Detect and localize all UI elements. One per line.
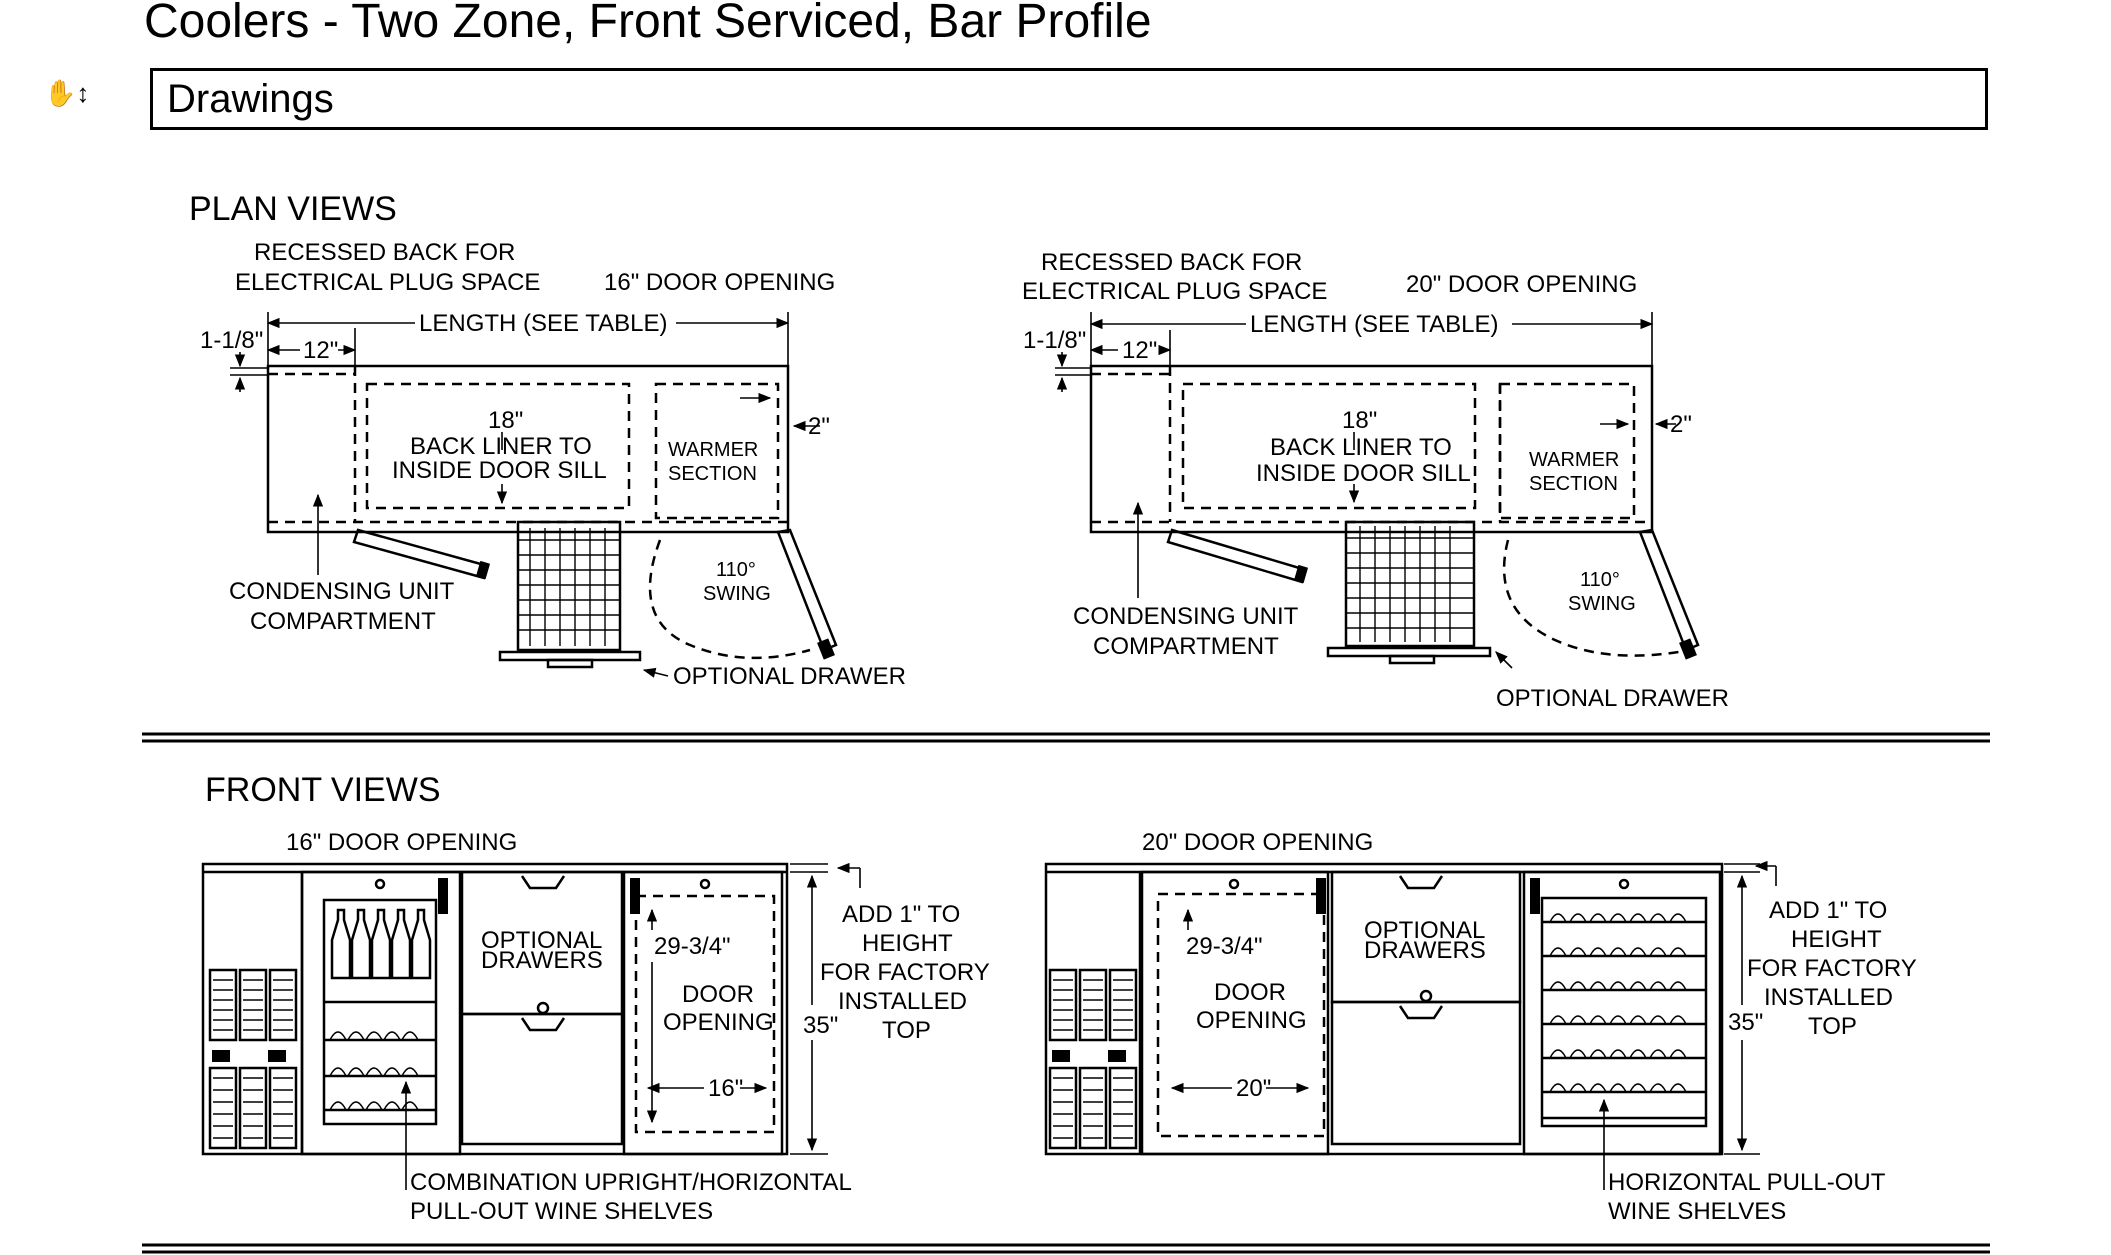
optional-drawer-label: OPTIONAL DRAWER	[1496, 685, 1729, 712]
dim-1-1-8-label: 1-1/8"	[200, 327, 263, 354]
door-label-line2: OPENING	[1196, 1007, 1307, 1034]
wine-shelves	[1542, 913, 1706, 1120]
door-opening-label: 20" DOOR OPENING	[1142, 829, 1373, 856]
warmer-label-line1: WARMER	[1529, 449, 1619, 471]
condenser-louvers	[1048, 968, 1138, 1150]
front-view-left: 16" DOOR OPENING	[201, 829, 990, 1225]
section-label: Drawings	[167, 77, 334, 121]
swing-label-line1: 110°	[1580, 569, 1620, 591]
liner-label-line1: BACK LINER TO	[410, 433, 592, 460]
add-note-line1: ADD 1" TO	[1769, 897, 1887, 924]
section-header: Drawings	[150, 68, 1988, 130]
liner-label-line2: INSIDE DOOR SILL	[1256, 460, 1471, 487]
add-note-line4: INSTALLED	[1764, 984, 1893, 1011]
swing-label-line1: 110°	[716, 559, 756, 581]
shelves-label-line2: PULL-OUT WINE SHELVES	[410, 1198, 713, 1225]
condensing-label-line1: CONDENSING UNIT	[1073, 603, 1299, 630]
add-note-line2: HEIGHT	[862, 930, 953, 957]
length-label: LENGTH (SEE TABLE)	[1250, 311, 1499, 338]
length-label: LENGTH (SEE TABLE)	[419, 310, 668, 337]
front-views-heading: FRONT VIEWS	[205, 771, 441, 809]
door-label-line2: OPENING	[663, 1009, 774, 1036]
condenser-louvers	[208, 968, 298, 1150]
dim-width-label: 16"	[708, 1075, 743, 1102]
dim-18-label: 18"	[488, 407, 523, 434]
recessed-label-line1: RECESSED BACK FOR	[254, 239, 515, 266]
add-note-line5: TOP	[1808, 1013, 1857, 1040]
add-note-line4: INSTALLED	[838, 988, 967, 1015]
condensing-label-line2: COMPARTMENT	[1093, 633, 1279, 660]
dim-2-label: 2"	[808, 413, 830, 440]
add-note-line5: TOP	[882, 1017, 931, 1044]
dim-height-label: 29-3/4"	[654, 933, 731, 960]
liner-label-line2: INSIDE DOOR SILL	[392, 457, 607, 484]
optional-drawer-label: OPTIONAL DRAWER	[673, 663, 906, 690]
dim-width-label: 20"	[1236, 1075, 1271, 1102]
dim-12-label: 12"	[1122, 337, 1157, 364]
drawers-label-line2: DRAWERS	[1364, 937, 1486, 964]
shelves-label-line1: COMBINATION UPRIGHT/HORIZONTAL	[410, 1169, 852, 1196]
shelves-label-line2: WINE SHELVES	[1608, 1198, 1786, 1225]
dim-2-label: 2"	[1670, 411, 1692, 438]
add-note-line1: ADD 1" TO	[842, 901, 960, 928]
warmer-label-line1: WARMER	[668, 439, 758, 461]
shelves-label-line1: HORIZONTAL PULL-OUT	[1608, 1169, 1886, 1196]
dim-1-1-8-label: 1-1/8"	[1023, 327, 1086, 354]
recessed-label-line1: RECESSED BACK FOR	[1041, 249, 1302, 276]
drawers-label-line1: OPTIONAL	[1364, 917, 1485, 944]
wine-rack-grid	[516, 520, 622, 652]
add-note-line3: FOR FACTORY	[820, 959, 990, 986]
recessed-label-line2: ELECTRICAL PLUG SPACE	[1022, 278, 1327, 305]
door-opening-label: 16" DOOR OPENING	[286, 829, 517, 856]
dim-35-label: 35"	[803, 1012, 838, 1039]
recessed-label-line2: ELECTRICAL PLUG SPACE	[235, 269, 540, 296]
wine-bottles	[324, 908, 436, 1112]
swing-label-line2: SWING	[1568, 593, 1636, 615]
swing-label-line2: SWING	[703, 583, 771, 605]
door-label-line1: DOOR	[682, 981, 754, 1008]
plan-view-right: RECESSED BACK FOR ELECTRICAL PLUG SPACE …	[1022, 249, 1729, 712]
door-label-line1: DOOR	[1214, 979, 1286, 1006]
front-view-right: 20" DOOR OPENING 29-3/4" DOOR OPENING 20…	[1044, 829, 1917, 1225]
liner-label-line1: BACK LINER TO	[1270, 434, 1452, 461]
condensing-label-line2: COMPARTMENT	[250, 608, 436, 635]
door-opening-label: 16" DOOR OPENING	[604, 269, 835, 296]
warmer-label-line2: SECTION	[668, 463, 757, 485]
plan-views-heading: PLAN VIEWS	[189, 190, 397, 228]
dim-35-label: 35"	[1728, 1009, 1763, 1036]
hand-scroll-icon: ✋↕	[44, 78, 90, 108]
door-opening-label: 20" DOOR OPENING	[1406, 271, 1637, 298]
plan-view-left: RECESSED BACK FOR ELECTRICAL PLUG SPACE …	[200, 239, 906, 690]
dim-18-label: 18"	[1342, 407, 1377, 434]
wine-rack-grid	[1344, 520, 1476, 648]
add-note-line2: HEIGHT	[1791, 926, 1882, 953]
add-note-line3: FOR FACTORY	[1747, 955, 1917, 982]
page-title: Coolers - Two Zone, Front Serviced, Bar …	[144, 0, 1152, 48]
warmer-label-line2: SECTION	[1529, 473, 1618, 495]
drawers-label-line2: DRAWERS	[481, 947, 603, 974]
condensing-label-line1: CONDENSING UNIT	[229, 578, 455, 605]
dim-12-label: 12"	[303, 337, 338, 364]
drawers-label-line1: OPTIONAL	[481, 927, 602, 954]
dim-height-label: 29-3/4"	[1186, 933, 1263, 960]
